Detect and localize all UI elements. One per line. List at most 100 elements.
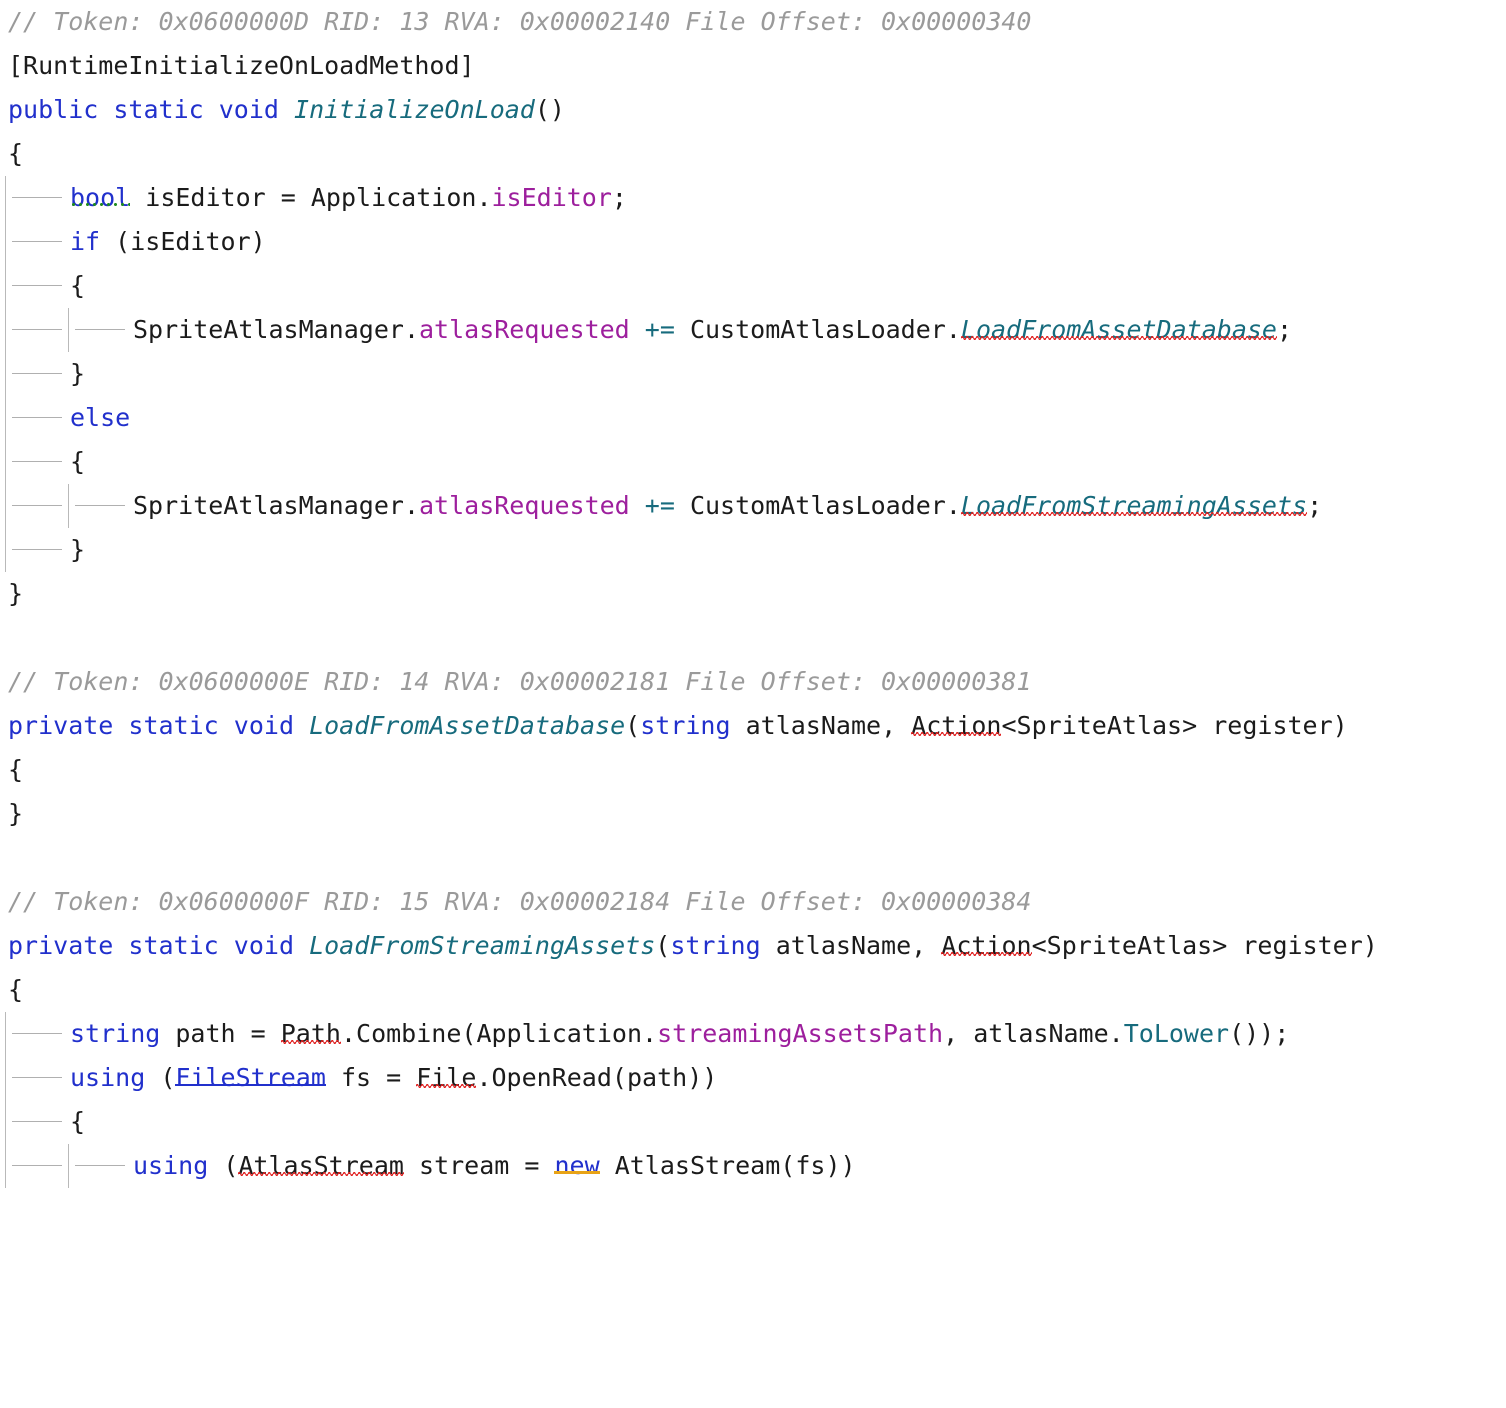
space	[113, 931, 128, 960]
space	[675, 491, 690, 520]
indent-guide-vertical	[5, 396, 6, 440]
method-load-from-asset-database[interactable]: LoadFromAssetDatabase	[309, 711, 626, 740]
keyword-public: public	[8, 95, 99, 124]
empty-parens: ()	[534, 95, 565, 124]
variable-is-editor: isEditor	[130, 227, 251, 256]
keyword-private: private	[8, 711, 114, 740]
code-line-blank	[0, 616, 1506, 660]
method-load-from-streaming-assets[interactable]: LoadFromStreamingAssets	[960, 491, 1308, 520]
space	[279, 95, 294, 124]
paren-open: (	[655, 931, 671, 960]
indent-guide-vertical	[5, 220, 6, 264]
keyword-private: private	[8, 931, 114, 960]
keyword-using: using	[133, 1151, 209, 1180]
type-file: File	[416, 1063, 477, 1092]
keyword-string: string	[640, 711, 731, 740]
property-is-editor[interactable]: isEditor	[491, 183, 612, 212]
indent-guide-vertical	[5, 1144, 6, 1188]
dot: .	[340, 1019, 357, 1048]
generic-open: <	[1001, 711, 1017, 740]
paren-close-double: ))	[687, 1063, 718, 1092]
space	[219, 711, 234, 740]
indent-guide-vertical	[68, 1144, 69, 1188]
indent-guides	[0, 440, 1506, 484]
code-line: bool isEditor = Application.isEditor;	[0, 176, 1506, 220]
code-editor[interactable]: // Token: 0x0600000D RID: 13 RVA: 0x0000…	[0, 0, 1506, 1188]
paren-open: (	[208, 1151, 239, 1180]
method-combine[interactable]: Combine	[356, 1019, 462, 1048]
plus-assign-operator: +=	[644, 315, 675, 344]
dot: .	[476, 183, 492, 212]
property-streaming-assets-path[interactable]: streamingAssetsPath	[657, 1019, 944, 1048]
property-atlas-requested[interactable]: atlasRequested	[419, 315, 630, 344]
param-atlas-name: atlasName	[973, 1019, 1109, 1048]
dot: .	[476, 1063, 492, 1092]
assign-operator: =	[371, 1063, 417, 1092]
keyword-using: using	[70, 1063, 146, 1092]
variable-path: path	[175, 1019, 236, 1048]
comment-token-0e: // Token: 0x0600000E RID: 14 RVA: 0x0000…	[8, 667, 1032, 696]
space	[675, 315, 690, 344]
type-sprite-atlas-manager: SpriteAtlasManager	[133, 315, 404, 344]
type-sprite-atlas-manager: SpriteAtlasManager	[133, 491, 404, 520]
indent-guide-vertical	[5, 1100, 6, 1144]
type-file-stream[interactable]: FileStream	[175, 1063, 326, 1092]
space	[404, 1151, 419, 1180]
code-line: private static void LoadFromStreamingAss…	[0, 924, 1506, 968]
indent-guide-dash	[75, 1165, 125, 1166]
indent-guide-dash	[12, 241, 62, 242]
code-line: else	[0, 396, 1506, 440]
code-line: private static void LoadFromAssetDatabas…	[0, 704, 1506, 748]
semicolon: ;	[1307, 491, 1323, 520]
method-load-from-asset-database[interactable]: LoadFromAssetDatabase	[960, 315, 1277, 344]
keyword-if: if	[70, 227, 101, 256]
indent-guide-dash	[12, 329, 62, 330]
dot: .	[403, 491, 419, 520]
comment-token-0f: // Token: 0x0600000F RID: 15 RVA: 0x0000…	[8, 887, 1032, 916]
assign-operator: =	[265, 183, 311, 212]
indent-guide-vertical	[5, 176, 6, 220]
brace-close: }	[8, 579, 24, 608]
brace-close: }	[70, 359, 86, 388]
type-action: Action	[911, 711, 1002, 740]
brace-open: {	[8, 755, 24, 784]
keyword-string: string	[670, 931, 761, 960]
indent-guide-dash	[12, 1165, 62, 1166]
indent-guides	[0, 396, 1506, 440]
type-application: Application	[310, 183, 477, 212]
space	[98, 95, 113, 124]
indent-guide-vertical	[5, 440, 6, 484]
code-line: {	[0, 440, 1506, 484]
space	[600, 1151, 615, 1180]
type-application: Application	[476, 1019, 643, 1048]
indent-guide-dash	[75, 505, 125, 506]
method-load-from-streaming-assets[interactable]: LoadFromStreamingAssets	[309, 931, 656, 960]
semicolon: ;	[611, 183, 627, 212]
indent-guide-vertical	[68, 484, 69, 528]
keyword-void: void	[233, 711, 295, 740]
indent-guide-vertical	[5, 264, 6, 308]
indent-guide-dash	[12, 1121, 62, 1122]
method-open-read[interactable]: OpenRead	[491, 1063, 612, 1092]
code-line: }	[0, 792, 1506, 836]
property-atlas-requested[interactable]: atlasRequested	[419, 491, 630, 520]
code-line: using (FileStream fs = File.OpenRead(pat…	[0, 1056, 1506, 1100]
paren-close: )	[250, 227, 266, 256]
method-initialize-on-load[interactable]: InitializeOnLoad	[294, 95, 535, 124]
brace-open: {	[8, 139, 24, 168]
keyword-new[interactable]: new	[554, 1151, 600, 1180]
indent-guide-vertical	[5, 528, 6, 572]
indent-guide-vertical	[5, 308, 6, 352]
type-sprite-atlas: SpriteAtlas	[1016, 711, 1183, 740]
brace-close: }	[70, 535, 86, 564]
keyword-static: static	[128, 711, 219, 740]
comma: ,	[881, 711, 912, 740]
paren-close-double: ))	[825, 1151, 856, 1180]
semicolon: ;	[1276, 315, 1293, 344]
type-atlas-stream: AtlasStream	[614, 1151, 781, 1180]
brace-close: }	[8, 799, 24, 828]
space	[630, 315, 645, 344]
keyword-void: void	[233, 931, 295, 960]
indent-guide-vertical	[5, 484, 6, 528]
method-to-lower[interactable]: ToLower	[1123, 1019, 1230, 1048]
